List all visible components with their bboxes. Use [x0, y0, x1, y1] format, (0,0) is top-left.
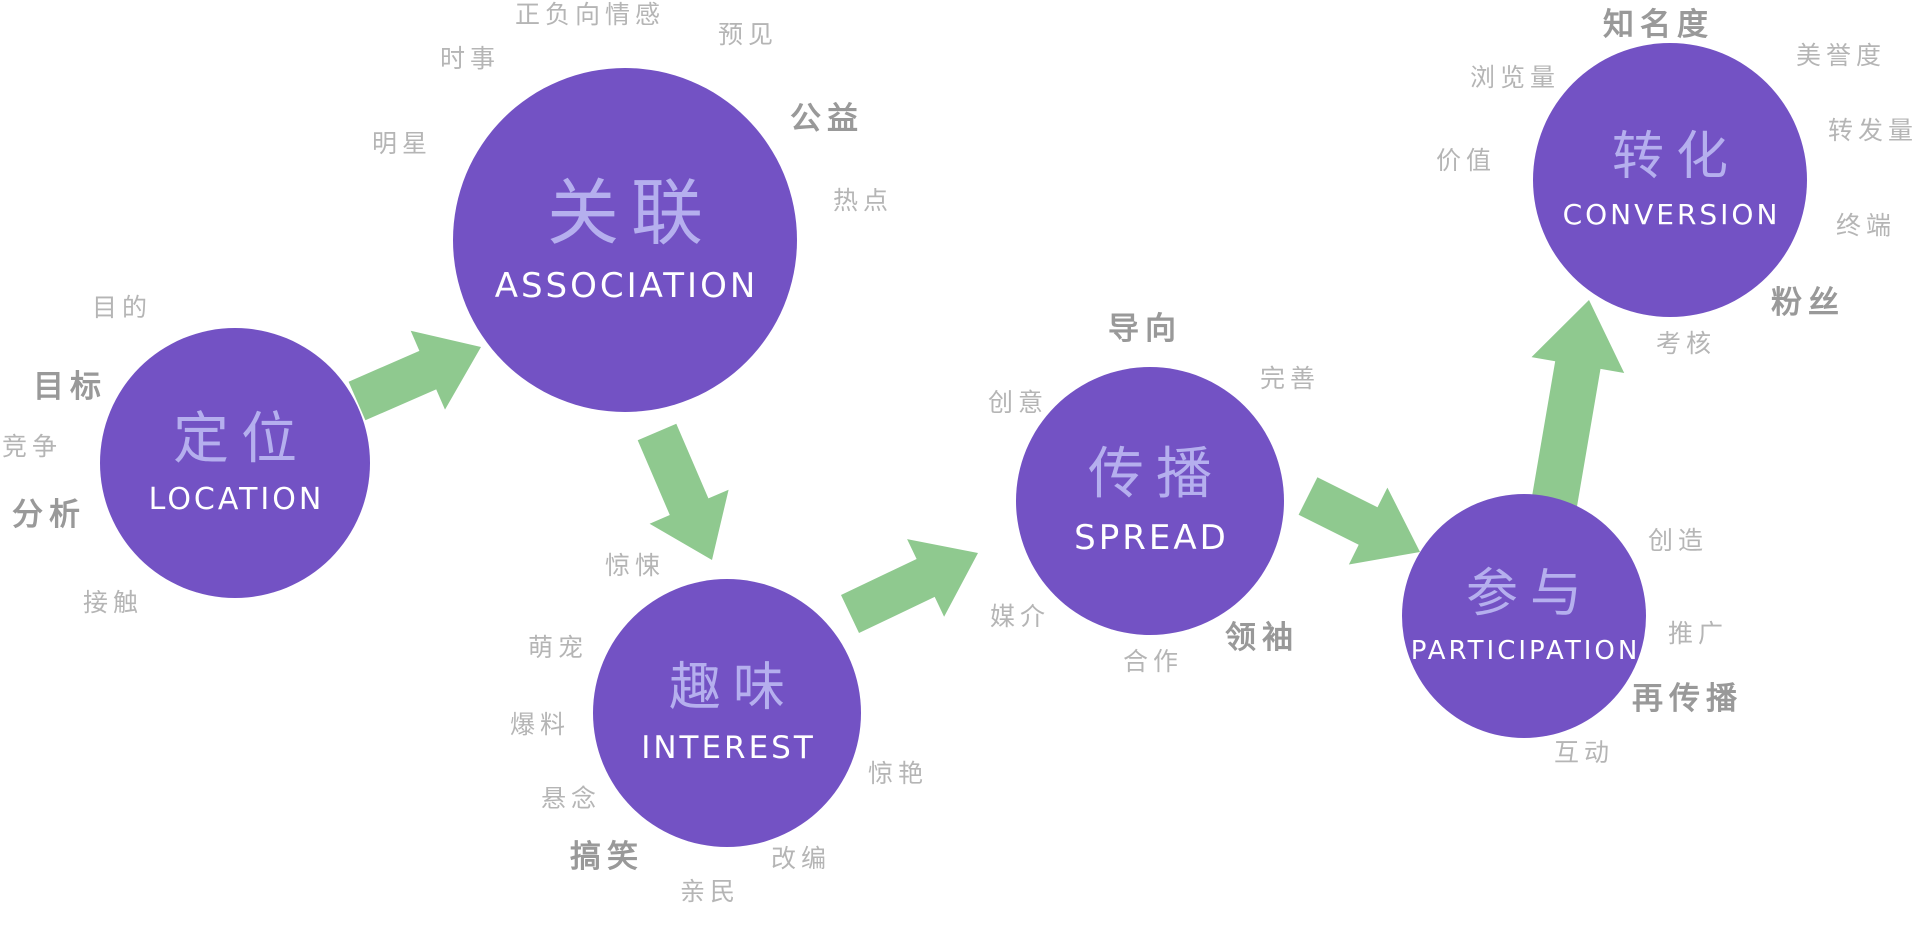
- stage-circle-location: 定位 LOCATION: [100, 328, 370, 598]
- keyword-participation-2: 推广: [1668, 619, 1729, 648]
- stage-subtitle-spread: SPREAD: [1074, 517, 1229, 558]
- stage-title-conversion: 转化: [1611, 126, 1740, 187]
- stage-circle-interest: 趣味 INTEREST: [593, 579, 861, 847]
- stage-circle-association: 关联 ASSOCIATION: [453, 68, 797, 412]
- keyword-location-5: 接触: [83, 588, 144, 617]
- stage-title-location: 定位: [173, 406, 309, 472]
- keyword-conversion-3: 美誉度: [1796, 41, 1887, 70]
- stage-subtitle-conversion: CONVERSION: [1562, 198, 1781, 232]
- keyword-interest-5: 搞笑: [570, 839, 644, 875]
- keyword-conversion-6: 终端: [1836, 211, 1897, 240]
- keyword-spread-6: 领袖: [1225, 620, 1299, 656]
- keyword-location-4: 分析: [12, 497, 86, 533]
- keyword-interest-7: 改编: [771, 844, 832, 873]
- keyword-association-3: 时事: [440, 44, 501, 73]
- keyword-conversion-5: 转发量: [1828, 116, 1919, 145]
- keyword-interest-6: 亲民: [680, 877, 741, 906]
- arrow-interest-to-spread: [841, 539, 978, 633]
- keyword-association-2: 预见: [718, 20, 779, 49]
- stage-subtitle-participation: PARTICIPATION: [1410, 635, 1641, 666]
- keyword-location-3: 竞争: [2, 432, 63, 461]
- keyword-interest-3: 爆料: [510, 710, 571, 739]
- stage-circle-participation: 参与 PARTICIPATION: [1402, 494, 1646, 738]
- stage-title-spread: 传播: [1088, 442, 1224, 508]
- keyword-location-2: 目标: [33, 369, 107, 405]
- keyword-conversion-7: 粉丝: [1771, 285, 1845, 321]
- keyword-spread-2: 创意: [988, 388, 1049, 417]
- keyword-participation-3: 再传播: [1632, 681, 1743, 717]
- keyword-participation-1: 创造: [1648, 526, 1709, 555]
- keyword-interest-1: 惊悚: [605, 551, 666, 580]
- keyword-association-4: 明星: [372, 129, 433, 158]
- keyword-interest-8: 惊艳: [868, 759, 929, 788]
- arrow-association-to-interest: [637, 423, 729, 560]
- keyword-participation-4: 互动: [1554, 738, 1615, 767]
- stage-subtitle-association: ASSOCIATION: [494, 265, 759, 306]
- keyword-spread-5: 合作: [1123, 647, 1184, 676]
- keyword-conversion-8: 考核: [1656, 329, 1717, 358]
- stage-subtitle-location: LOCATION: [148, 482, 325, 518]
- keyword-association-6: 热点: [833, 186, 894, 215]
- stage-subtitle-interest: INTEREST: [641, 729, 816, 766]
- arrow-spread-to-participation: [1298, 477, 1420, 565]
- keyword-association-5: 公益: [790, 101, 864, 137]
- keyword-location-1: 目的: [92, 293, 153, 322]
- arrow-participation-to-conversion: [1529, 300, 1625, 520]
- keyword-conversion-4: 价值: [1436, 146, 1497, 175]
- arrow-location-to-association: [348, 330, 481, 421]
- stage-title-interest: 趣味: [668, 658, 797, 719]
- stage-circle-spread: 传播 SPREAD: [1016, 367, 1284, 635]
- keyword-spread-1: 导向: [1108, 311, 1182, 347]
- stage-circle-conversion: 转化 CONVERSION: [1533, 43, 1807, 317]
- keyword-interest-2: 萌宠: [528, 633, 589, 662]
- keyword-conversion-2: 浏览量: [1470, 63, 1561, 92]
- keyword-association-1: 正负向情感: [515, 0, 666, 29]
- keyword-interest-4: 悬念: [541, 784, 602, 813]
- keyword-spread-3: 完善: [1260, 364, 1321, 393]
- keyword-conversion-1: 知名度: [1603, 7, 1714, 43]
- stage-title-participation: 参与: [1465, 564, 1594, 625]
- keyword-spread-4: 媒介: [990, 602, 1051, 631]
- stage-title-association: 关联: [546, 171, 715, 256]
